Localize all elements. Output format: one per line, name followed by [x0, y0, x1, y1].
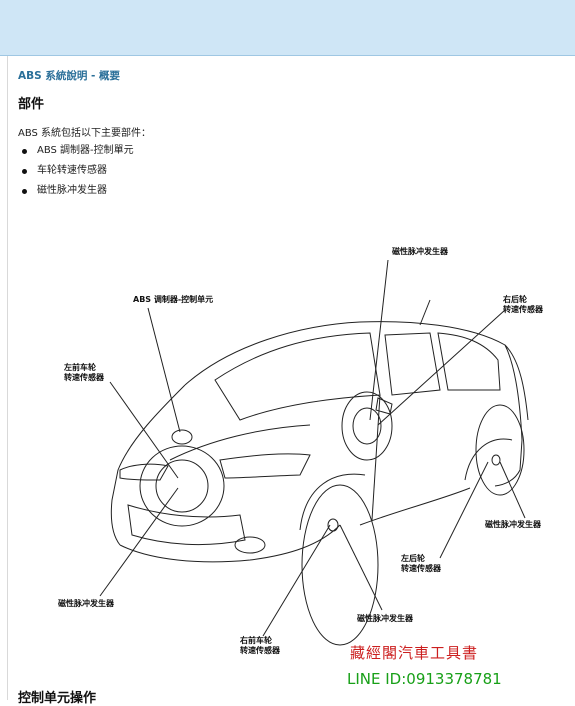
rear-right-hub: [491, 454, 501, 466]
rear-left-callout-inner: [352, 407, 382, 445]
car-side-window-front: [384, 332, 441, 396]
list-item: ABS 調制器-控制單元: [22, 141, 134, 161]
front-right-callout-circle: [139, 445, 225, 527]
leader-lf-sensor: [109, 381, 179, 479]
bullet-icon: [22, 168, 27, 174]
car-lower-front: [119, 524, 341, 563]
bullet-icon: [22, 148, 27, 154]
modulator-unit: [171, 429, 193, 445]
label-pulser-bottom: 磁性脉冲发生器: [357, 614, 413, 623]
label-lr-sensor-line2: 转速传感器: [401, 564, 441, 573]
front-left-wheel: [301, 484, 379, 646]
car-sill: [359, 487, 471, 526]
window-header-bar: [0, 0, 575, 56]
car-hood-crease: [169, 424, 311, 461]
component-list: ABS 調制器-控制單元 车轮转速传感器 磁性脉冲发生器: [22, 141, 134, 201]
list-item: 磁性脉冲发生器: [22, 181, 134, 201]
label-rr-sensor-line2: 转速传感器: [503, 305, 543, 314]
watermark-line-id: LINE ID:0913378781: [347, 670, 502, 688]
leader-rr-sensor: [377, 309, 506, 426]
leader-lr-sensor: [439, 461, 489, 559]
label-pulser-left: 磁性脉冲发生器: [58, 599, 114, 608]
car-headlight-left: [119, 463, 169, 481]
breadcrumb[interactable]: ABS 系統說明 - 概要: [18, 70, 121, 82]
car-roof-outline: [184, 321, 529, 421]
car-headlight-right: [219, 453, 311, 479]
label-pulser-top: 磁性脉冲发生器: [392, 247, 448, 256]
wheel-arch-front: [299, 473, 366, 531]
leader-pulser-top: [369, 259, 389, 421]
next-section-title: 控制单元操作: [18, 691, 97, 706]
car-grille: [127, 504, 246, 546]
rear-right-wheel: [475, 404, 525, 496]
left-margin-rule: [7, 56, 8, 700]
car-windshield: [214, 332, 381, 421]
car-hood-outline: [110, 384, 186, 546]
section-title: 部件: [18, 97, 45, 112]
label-rr-sensor-line1: 右后轮: [503, 295, 527, 304]
leader-pulser-left: [99, 487, 179, 597]
antenna: [419, 299, 431, 326]
leader-pulser-bottom: [339, 524, 383, 611]
label-pulser-right: 磁性脉冲发生器: [485, 520, 541, 529]
leader-modulator: [147, 307, 181, 433]
leader-rf-sensor: [262, 524, 331, 637]
label-lf-sensor-line1: 左前车轮: [64, 363, 96, 372]
leader-pulser-right: [499, 461, 526, 519]
list-item: 车轮转速传感器: [22, 161, 134, 181]
label-rf-sensor-line1: 右前车轮: [240, 636, 272, 645]
intro-text: ABS 系統包括以下主要部件：: [18, 128, 152, 139]
bullet-icon: [22, 188, 27, 194]
fog-light: [234, 536, 266, 554]
car-side-window-rear: [437, 332, 501, 391]
front-left-wheel-hub: [327, 518, 339, 532]
wheel-arch-rear: [464, 438, 513, 481]
watermark-shop-name: 藏經閣汽車工具書: [350, 644, 479, 662]
label-lr-sensor-line1: 左后轮: [401, 554, 425, 563]
label-lf-sensor-line2: 转速传感器: [64, 373, 104, 382]
front-right-callout-inner: [155, 459, 209, 513]
label-rf-sensor-line2: 转速传感器: [240, 646, 280, 655]
car-rear-outline: [494, 344, 523, 487]
label-modulator: ABS 调制器-控制单元: [133, 295, 214, 304]
rear-left-callout-circle: [341, 391, 393, 461]
